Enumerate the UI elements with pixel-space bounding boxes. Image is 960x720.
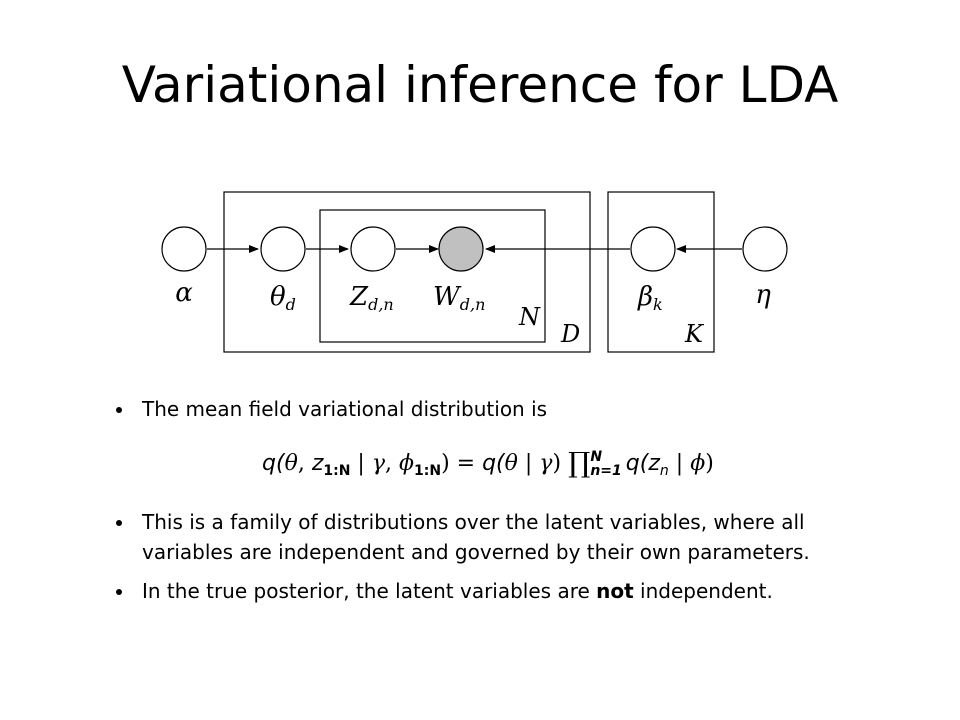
bullet-text: In the true posterior, the latent variab… <box>142 579 773 603</box>
label-alpha: α <box>175 278 193 308</box>
label-z: Zd,n <box>349 282 394 314</box>
node-alpha <box>161 226 207 272</box>
bullet-family-description: This is a family of distributions over t… <box>116 507 856 567</box>
label-eta: η <box>755 280 771 310</box>
plate-label-n: N <box>518 303 541 331</box>
label-w: Wd,n <box>433 282 485 314</box>
bullet-dot <box>116 589 122 595</box>
node-z <box>350 226 396 272</box>
slide-title: Variational inference for LDA <box>121 56 839 114</box>
bullet-dot <box>116 407 122 413</box>
node-beta <box>630 226 676 272</box>
label-beta: βk <box>637 282 663 314</box>
emphasis-not: not <box>596 579 634 603</box>
plate-k <box>607 191 715 353</box>
plate-label-d: D <box>560 320 580 348</box>
node-eta <box>742 226 788 272</box>
plate-n <box>319 209 546 343</box>
plate-d <box>223 191 591 353</box>
bullet-dot <box>116 520 122 526</box>
bullet-true-posterior: In the true posterior, the latent variab… <box>116 576 773 606</box>
bullet-text: The mean field variational distribution … <box>142 397 548 421</box>
product-symbol: ∏ <box>568 446 591 479</box>
node-theta <box>260 226 306 272</box>
bullet-mean-field: The mean field variational distribution … <box>116 394 547 424</box>
label-theta: θd <box>270 282 296 314</box>
bullet-text: This is a family of distributions over t… <box>142 510 810 564</box>
node-w-observed <box>438 226 484 272</box>
plate-label-k: K <box>684 320 705 348</box>
